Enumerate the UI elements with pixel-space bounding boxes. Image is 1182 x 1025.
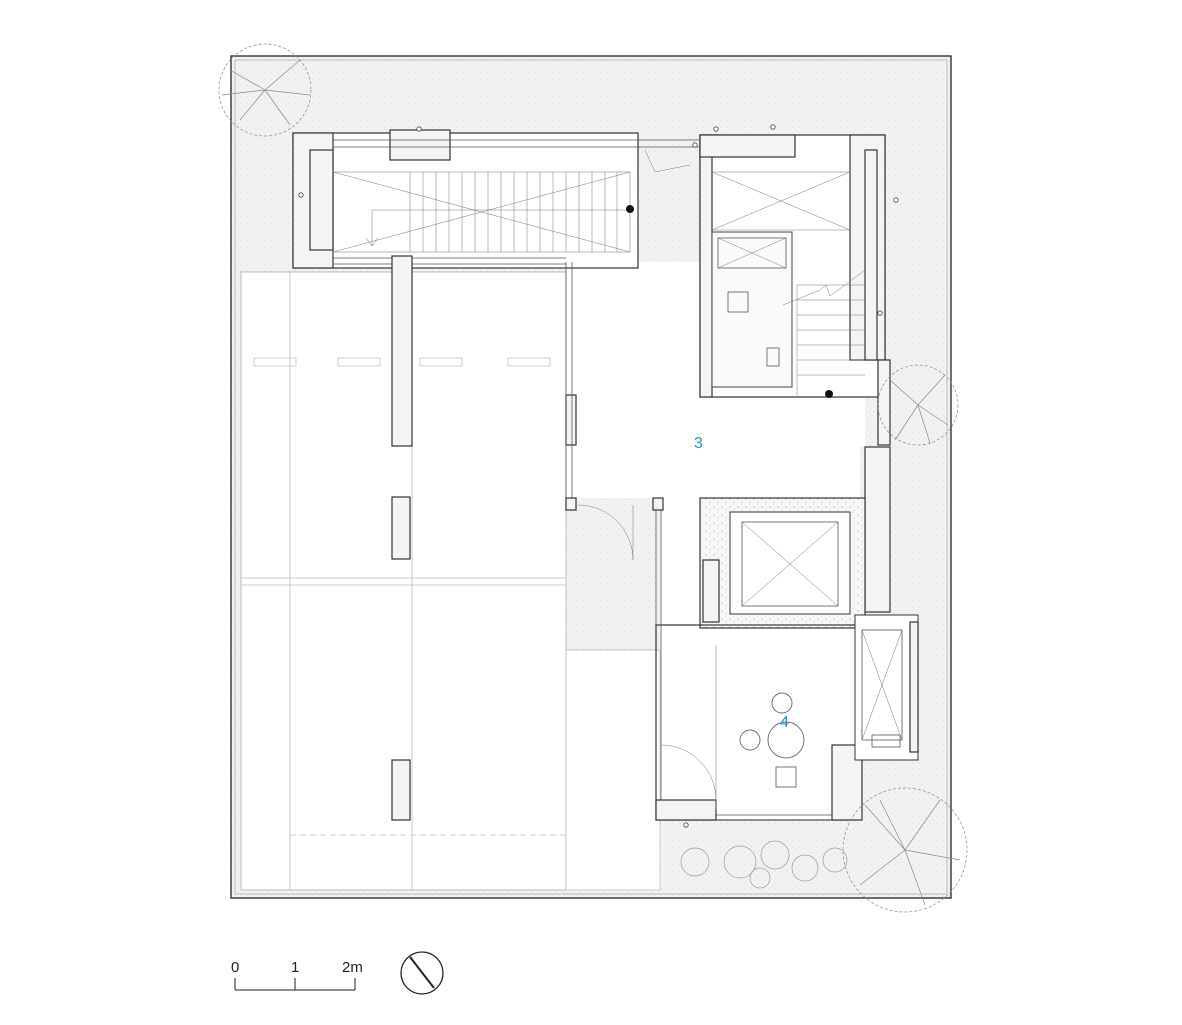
north-arrow-icon — [400, 951, 444, 995]
stair-block-north — [292, 132, 639, 269]
stair-treads-east — [782, 269, 866, 398]
scale-tick-0: 0 — [231, 959, 239, 976]
tree-icon — [877, 364, 959, 446]
scale-tick-1: 1 — [291, 959, 299, 976]
room-label-3: 3 — [694, 435, 703, 452]
scale-tick-2m: 2m — [342, 959, 363, 976]
stair-treads-north — [332, 171, 634, 253]
roof-markers — [253, 357, 551, 367]
dining-set — [739, 692, 805, 788]
fixture-markers — [298, 124, 899, 828]
site-boundary-inner — [234, 59, 948, 895]
tree-icon — [218, 43, 312, 137]
shrubs — [680, 840, 848, 889]
interior-floor — [566, 262, 865, 820]
wc-room — [711, 231, 793, 388]
tree-icon — [842, 787, 968, 913]
scale-bar: 0 1 2m — [231, 959, 363, 991]
room-label-4: 4 — [780, 714, 789, 731]
